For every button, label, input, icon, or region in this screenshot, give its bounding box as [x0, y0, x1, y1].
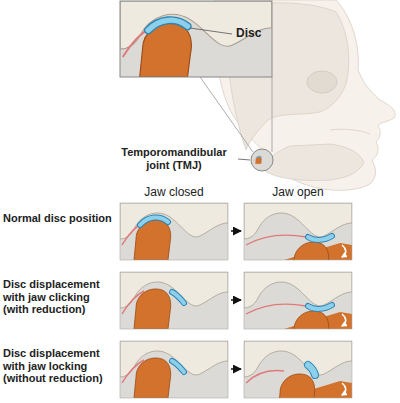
joint-callout: [238, 149, 273, 171]
row-heading: Disc displacement with jaw clicking (wit…: [3, 278, 117, 316]
row-heading: Disc displacement with jaw locking (with…: [3, 347, 117, 385]
transition-arrows: [231, 231, 241, 369]
joint-panels: [120, 203, 352, 403]
column-heading: Jaw closed: [120, 186, 228, 200]
part-label: Temporomandibular joint (TMJ): [112, 146, 236, 171]
head-profile: [214, 0, 395, 190]
row-heading: Normal disc position: [3, 212, 117, 225]
inset-view: [120, 1, 272, 152]
part-label: Disc: [236, 27, 274, 41]
column-heading: Jaw open: [244, 186, 352, 200]
